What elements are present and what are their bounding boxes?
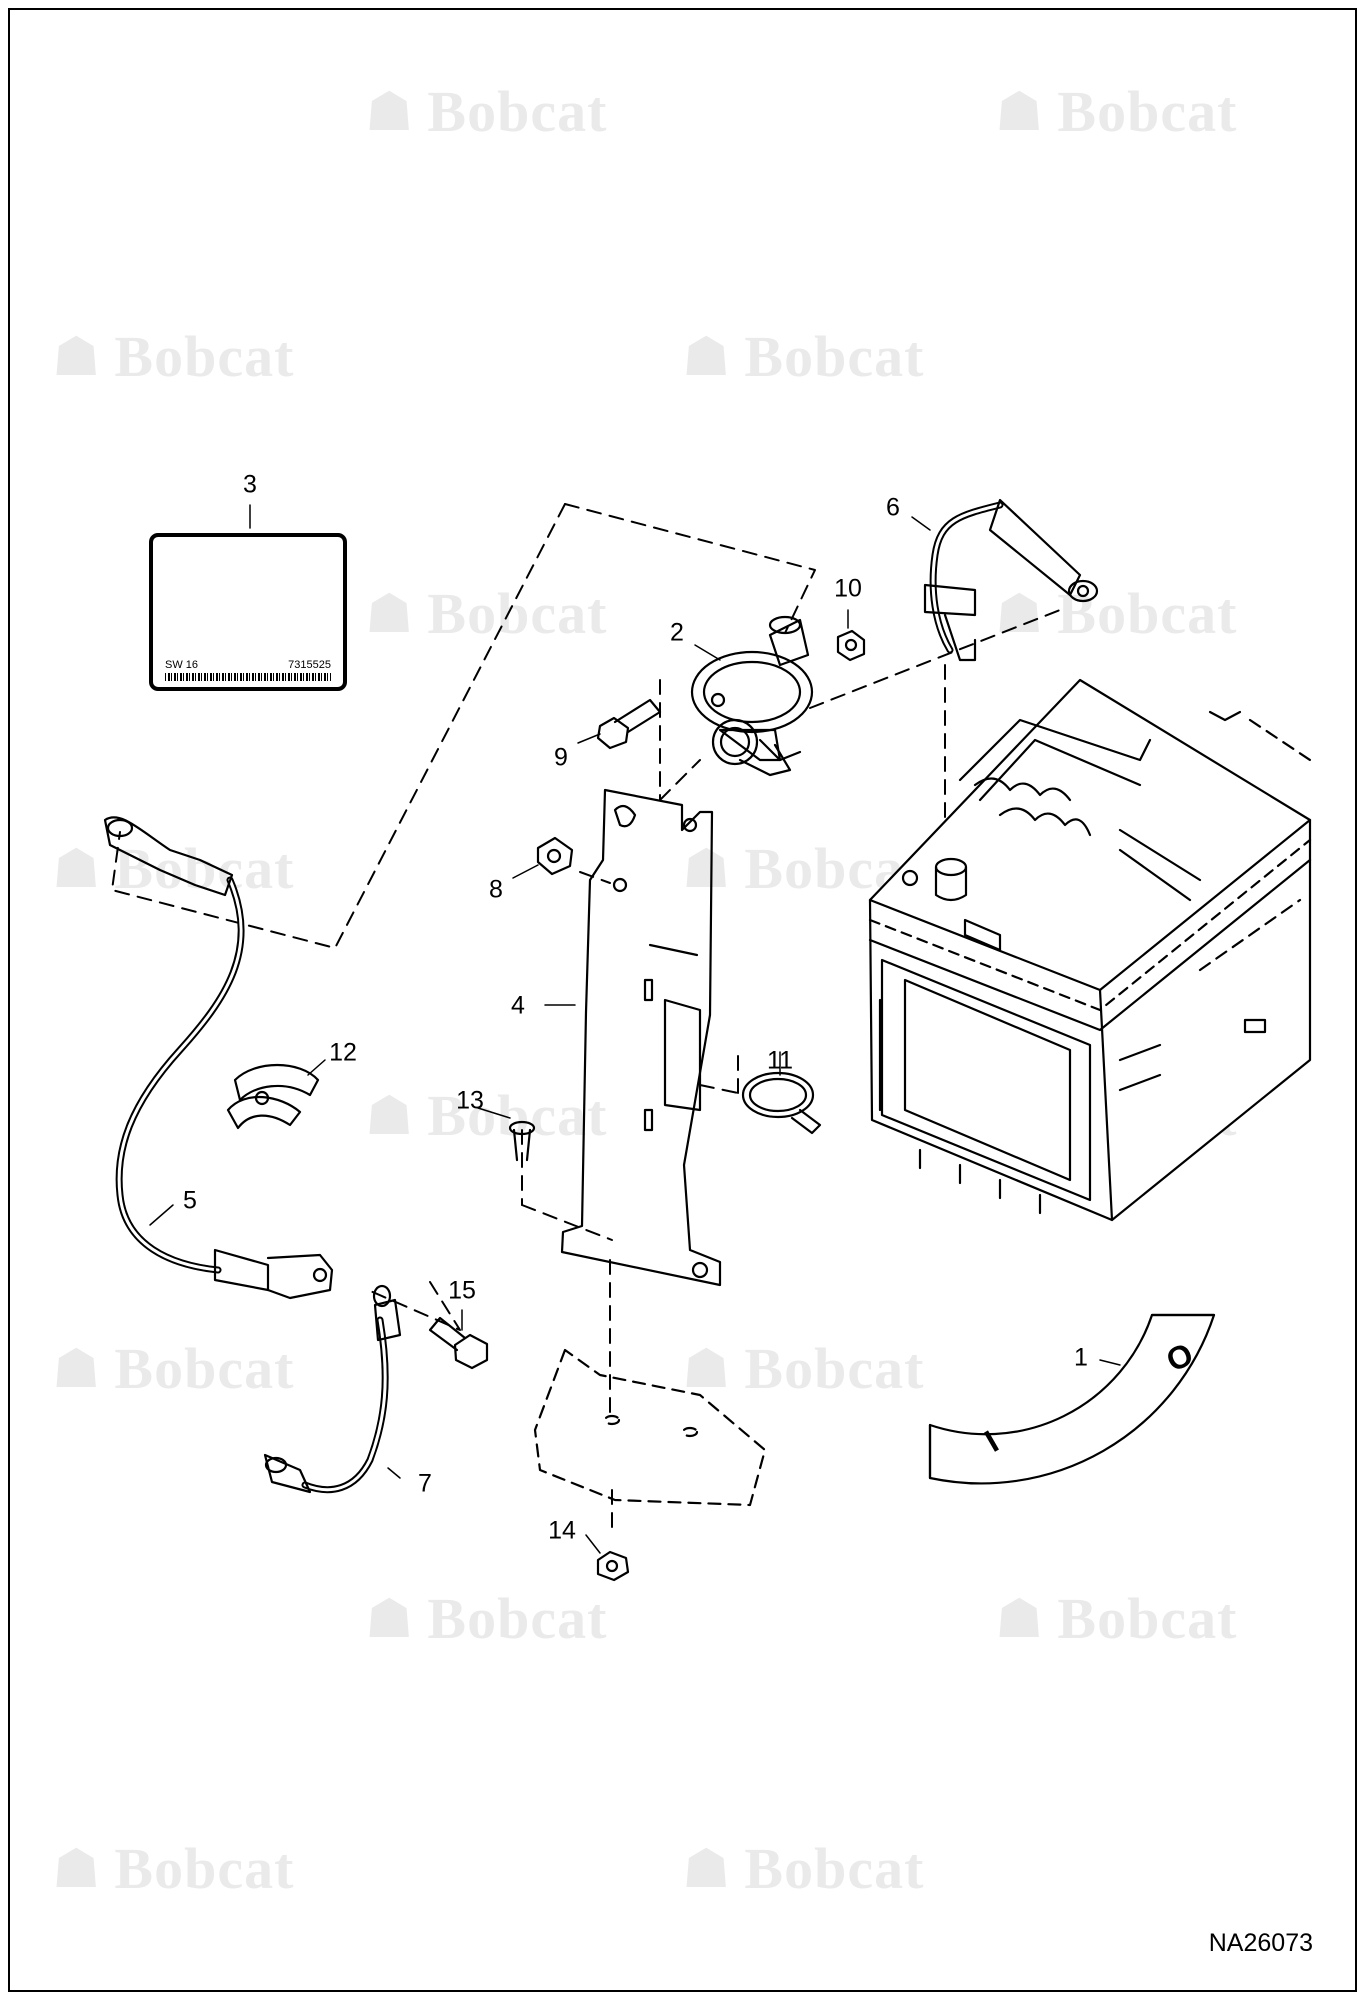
callout-13: 13: [456, 1086, 484, 1115]
bobcat-cat-head-icon: ☗: [682, 324, 731, 388]
callout-7: 7: [418, 1469, 432, 1498]
callout-11: 11: [767, 1046, 793, 1075]
watermark-brand: Bobcat: [1057, 79, 1238, 144]
bobcat-cat-head-icon: ☗: [995, 1586, 1044, 1650]
nut-10: [836, 629, 866, 662]
battery-bracket: [560, 788, 722, 1287]
switch-position-decal: [928, 1313, 1216, 1485]
watermark: ☗Bobcat: [682, 323, 924, 390]
callout-3: 3: [243, 470, 257, 499]
nut-8: [536, 836, 574, 876]
drawing-id: NA26073: [1208, 1929, 1313, 1957]
watermark-brand: Bobcat: [744, 324, 925, 389]
bobcat-cat-head-icon: ☗: [995, 79, 1044, 143]
watermark-brand: Bobcat: [114, 1836, 295, 1901]
watermark: ☗Bobcat: [365, 1585, 607, 1652]
watermark-brand: Bobcat: [114, 1336, 295, 1401]
cable-7: [263, 1284, 402, 1494]
bobcat-cat-head-icon: ☗: [365, 1586, 414, 1650]
watermark-brand: Bobcat: [744, 1336, 925, 1401]
callout-4: 4: [511, 991, 525, 1020]
watermark: ☗Bobcat: [995, 78, 1237, 145]
cable-5: [103, 816, 334, 1300]
watermark: ☗Bobcat: [365, 78, 607, 145]
watermark: ☗Bobcat: [682, 1335, 924, 1402]
bolt-15: [428, 1316, 489, 1370]
bobcat-cat-head-icon: ☗: [682, 1836, 731, 1900]
cable-6: [923, 498, 1099, 662]
bobcat-cat-head-icon: ☗: [682, 1336, 731, 1400]
leader-lines: [149, 504, 1121, 1554]
callout-5: 5: [183, 1186, 197, 1215]
decal-code-left: SW 16: [165, 659, 199, 671]
battery-disconnect-switch: [690, 615, 814, 777]
callout-10: 10: [834, 574, 862, 603]
watermark-brand: Bobcat: [114, 324, 295, 389]
watermark-brand: Bobcat: [427, 79, 608, 144]
bobcat-cat-head-icon: ☗: [52, 1836, 101, 1900]
callout-1: 1: [1074, 1343, 1088, 1372]
bobcat-cat-head-icon: ☗: [682, 836, 731, 900]
watermark-brand: Bobcat: [114, 836, 295, 901]
watermark: ☗Bobcat: [365, 1082, 607, 1149]
bobcat-cat-head-icon: ☗: [365, 79, 414, 143]
callout-12: 12: [329, 1038, 357, 1067]
callout-9: 9: [554, 743, 568, 772]
bolt-9: [596, 698, 662, 750]
bobcat-cat-head-icon: ☗: [995, 581, 1044, 645]
bobcat-cat-head-icon: ☗: [365, 581, 414, 645]
watermark: ☗Bobcat: [365, 580, 607, 647]
decal-3: SW 16 7315525: [149, 533, 347, 691]
callout-6: 6: [886, 493, 900, 522]
bobcat-cat-head-icon: ☗: [52, 836, 101, 900]
watermark: ☗Bobcat: [682, 1835, 924, 1902]
bobcat-cat-head-icon: ☗: [52, 324, 101, 388]
watermark-brand: Bobcat: [427, 1083, 608, 1148]
watermark: ☗Bobcat: [52, 323, 294, 390]
bobcat-cat-head-icon: ☗: [365, 1083, 414, 1147]
callout-14: 14: [548, 1516, 576, 1545]
watermark-brand: Bobcat: [427, 581, 608, 646]
drawing-border: [8, 8, 1357, 1992]
watermark-brand: Bobcat: [1057, 1586, 1238, 1651]
watermark: ☗Bobcat: [995, 1585, 1237, 1652]
watermark-brand: Bobcat: [744, 1836, 925, 1901]
watermark: ☗Bobcat: [52, 1335, 294, 1402]
bobcat-cat-head-icon: ☗: [52, 1336, 101, 1400]
clamp-12: [226, 1064, 320, 1130]
decal-codes: SW 16 7315525: [165, 659, 331, 671]
callout-2: 2: [670, 618, 684, 647]
battery: [868, 678, 1312, 1222]
callout-8: 8: [489, 875, 503, 904]
watermark: ☗Bobcat: [52, 835, 294, 902]
frame-plate-outline: [533, 1348, 767, 1507]
cable-tie-11: [741, 1071, 822, 1135]
nut-14: [596, 1550, 630, 1582]
decal-barcode: [165, 673, 331, 681]
callout-15: 15: [448, 1276, 476, 1305]
watermark-brand: Bobcat: [427, 1586, 608, 1651]
bolt-13: [508, 1120, 536, 1162]
decal-code-right: 7315525: [288, 659, 331, 671]
watermark: ☗Bobcat: [52, 1835, 294, 1902]
